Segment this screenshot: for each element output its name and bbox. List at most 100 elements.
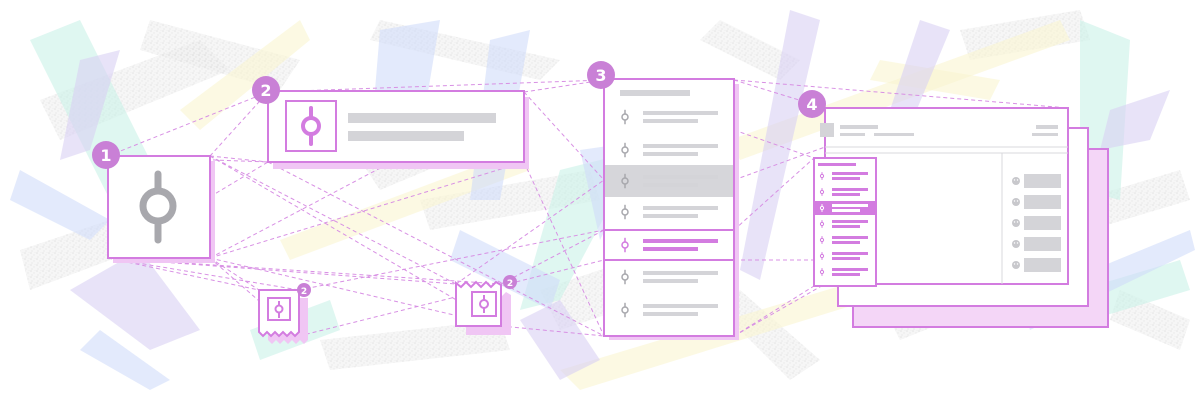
small-badge-a: 2 — [297, 283, 311, 297]
step-badge-number: 2 — [260, 81, 271, 100]
background-sliver — [870, 60, 1000, 100]
sidebar-item-title — [832, 188, 868, 191]
component-icon — [621, 269, 629, 285]
component-icon — [301, 106, 321, 146]
background-sliver — [740, 10, 820, 280]
component-icon — [819, 235, 825, 245]
connector-line — [733, 157, 815, 231]
connector-line — [455, 179, 605, 285]
connector-line — [733, 129, 815, 159]
step-badge-number: 1 — [100, 146, 111, 165]
connector-line — [209, 257, 260, 291]
sidebar-item — [819, 171, 868, 181]
step-2-row-card — [267, 90, 529, 169]
sidebar-item — [819, 219, 868, 229]
step-1-icon-tile — [107, 155, 215, 263]
component-icon — [819, 219, 825, 229]
step-badge-number: 4 — [806, 95, 817, 114]
panel-row-block — [1024, 216, 1061, 230]
connector-line — [107, 257, 260, 291]
connector-line — [500, 325, 605, 337]
background-sliver — [520, 300, 600, 380]
background-sliver — [70, 250, 200, 350]
component-icon — [621, 142, 629, 158]
step-badge-1: 1 — [92, 141, 120, 169]
component-icon — [479, 295, 489, 313]
component-icon — [819, 203, 825, 213]
connector-line — [209, 161, 525, 259]
connector-line — [523, 161, 605, 337]
component-icon — [621, 173, 629, 189]
connector-line — [267, 161, 605, 337]
sidebar-item — [819, 267, 868, 277]
smiley-icon — [1012, 240, 1020, 248]
list-item — [604, 229, 734, 261]
step-badge-2: 2 — [252, 76, 280, 104]
panel-row-block — [1024, 195, 1061, 209]
connector-line — [209, 257, 502, 327]
row-subtitle-placeholder — [348, 131, 464, 141]
background-sliver — [10, 170, 110, 240]
background-sliver — [280, 150, 530, 260]
sidebar-item — [815, 201, 875, 215]
list-item-title — [643, 239, 718, 243]
list-item — [621, 204, 718, 220]
sidebar-item-subtitle — [832, 225, 860, 228]
step-badge-number: 3 — [595, 66, 606, 85]
background-sliver — [80, 330, 170, 390]
list-item-subtitle — [643, 247, 698, 251]
list-item-title — [643, 304, 718, 308]
list-item-title — [643, 206, 718, 210]
sidebar-item-title — [832, 204, 868, 207]
list-item-title — [643, 111, 718, 115]
small-badge-number: 2 — [507, 279, 513, 289]
sidebar-item-subtitle — [832, 193, 860, 196]
list-item — [621, 142, 718, 158]
background-sliver — [720, 290, 820, 380]
smiley-icon — [1012, 261, 1020, 269]
connector-line — [209, 155, 269, 163]
small-badge-number: 2 — [301, 287, 307, 297]
list-item-subtitle — [643, 119, 698, 123]
connector-line — [107, 257, 300, 291]
list-item — [621, 269, 718, 285]
component-icon — [274, 301, 284, 318]
list-item-subtitle — [643, 183, 698, 187]
smiley-icon — [1012, 198, 1020, 206]
component-icon — [621, 302, 629, 318]
background-sliver — [420, 170, 600, 230]
background-sliver — [60, 50, 120, 160]
list-item-subtitle — [643, 279, 698, 283]
connector-line — [733, 283, 826, 337]
background-sliver — [1100, 90, 1170, 150]
list-item-title — [643, 144, 718, 148]
connector-line — [209, 155, 502, 327]
connector-line — [733, 146, 826, 181]
stamp-tile-a — [258, 289, 308, 344]
sidebar-item-subtitle — [832, 257, 860, 260]
connector-line — [209, 155, 457, 285]
connector-line — [500, 229, 605, 285]
smiley-icon — [1012, 177, 1020, 185]
connector-line — [298, 259, 605, 337]
connector-line — [523, 91, 605, 181]
component-icon — [819, 251, 825, 261]
sidebar-item-title — [832, 172, 868, 175]
component-icon — [139, 170, 177, 244]
panel-row-block — [1024, 174, 1061, 188]
sidebar-item-subtitle — [832, 241, 860, 244]
step-4-app-window — [813, 107, 1109, 328]
list-item-title — [643, 175, 718, 179]
sidebar-item-title — [832, 268, 868, 271]
sidebar-item-subtitle — [832, 273, 860, 276]
component-icon — [621, 109, 629, 125]
panel-row — [1012, 174, 1061, 188]
step-badge-3: 3 — [587, 61, 615, 89]
step-badges: 1 2 3 4 2 2 — [92, 61, 826, 297]
list-item — [621, 109, 718, 125]
list-item — [605, 165, 733, 197]
sidebar-item-title — [832, 236, 868, 239]
background-sliver — [450, 230, 560, 310]
